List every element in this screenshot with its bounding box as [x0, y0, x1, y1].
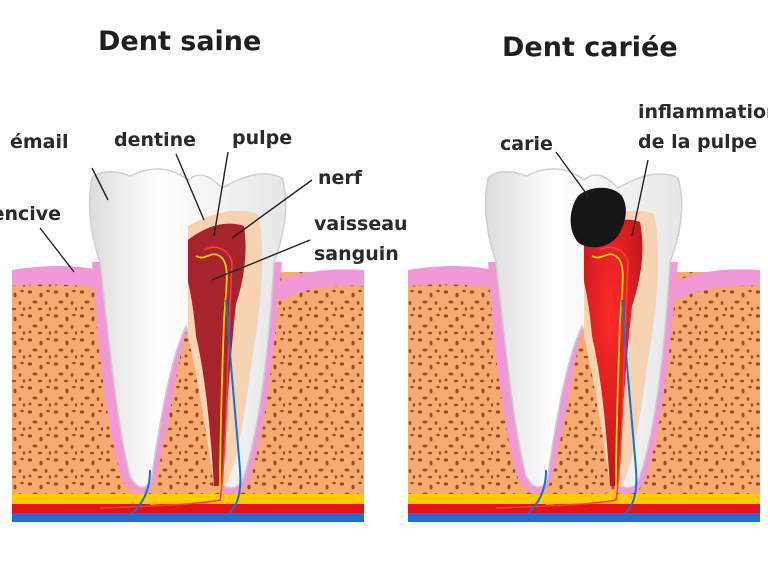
label-carie: carie	[500, 133, 553, 155]
gum-right-right	[664, 269, 760, 300]
label-email: émail	[10, 131, 69, 153]
vein-left-2	[125, 469, 151, 519]
vein-band-right	[408, 513, 760, 522]
label-de-la-pulpe: de la pulpe	[638, 131, 757, 153]
artery-left	[99, 246, 233, 509]
leader-inflammation	[631, 159, 649, 237]
pulp-inflamed-right	[584, 219, 643, 486]
leader-email	[91, 167, 109, 201]
artery-band-left	[12, 504, 364, 513]
decayed-tooth-panel	[408, 168, 760, 522]
label-inflammation: inflammation	[638, 101, 768, 123]
title-healthy: Dent saine	[98, 26, 261, 57]
vein-band-left	[12, 513, 364, 522]
title-decayed: Dent cariée	[502, 32, 678, 63]
nerve-left	[149, 253, 228, 505]
leader-gencive	[39, 227, 75, 273]
leader-pulpe	[213, 151, 229, 237]
vein-right	[617, 299, 638, 519]
vein-right-2	[521, 469, 547, 519]
artery-band-right	[408, 504, 760, 513]
gum-left	[12, 266, 100, 288]
label-sanguin: sanguin	[314, 243, 399, 265]
leader-nerf	[231, 179, 313, 239]
nerve-right	[545, 253, 624, 505]
leader-carie	[555, 151, 589, 197]
caries-lesion	[570, 187, 626, 248]
label-nerf: nerf	[318, 167, 363, 189]
leader-vaisseau	[211, 239, 311, 281]
healthy-tooth-panel	[12, 168, 364, 522]
artery-right	[495, 246, 629, 509]
label-vaisseau: vaisseau	[314, 213, 408, 235]
label-gencive: gencive	[0, 203, 61, 225]
label-dentine: dentine	[114, 129, 196, 151]
vein-left	[221, 299, 242, 519]
leader-dentine	[175, 153, 205, 221]
gum-left-right	[268, 269, 364, 300]
leader-lines	[39, 151, 649, 281]
label-pulpe: pulpe	[232, 127, 292, 149]
gum-right	[408, 266, 494, 288]
